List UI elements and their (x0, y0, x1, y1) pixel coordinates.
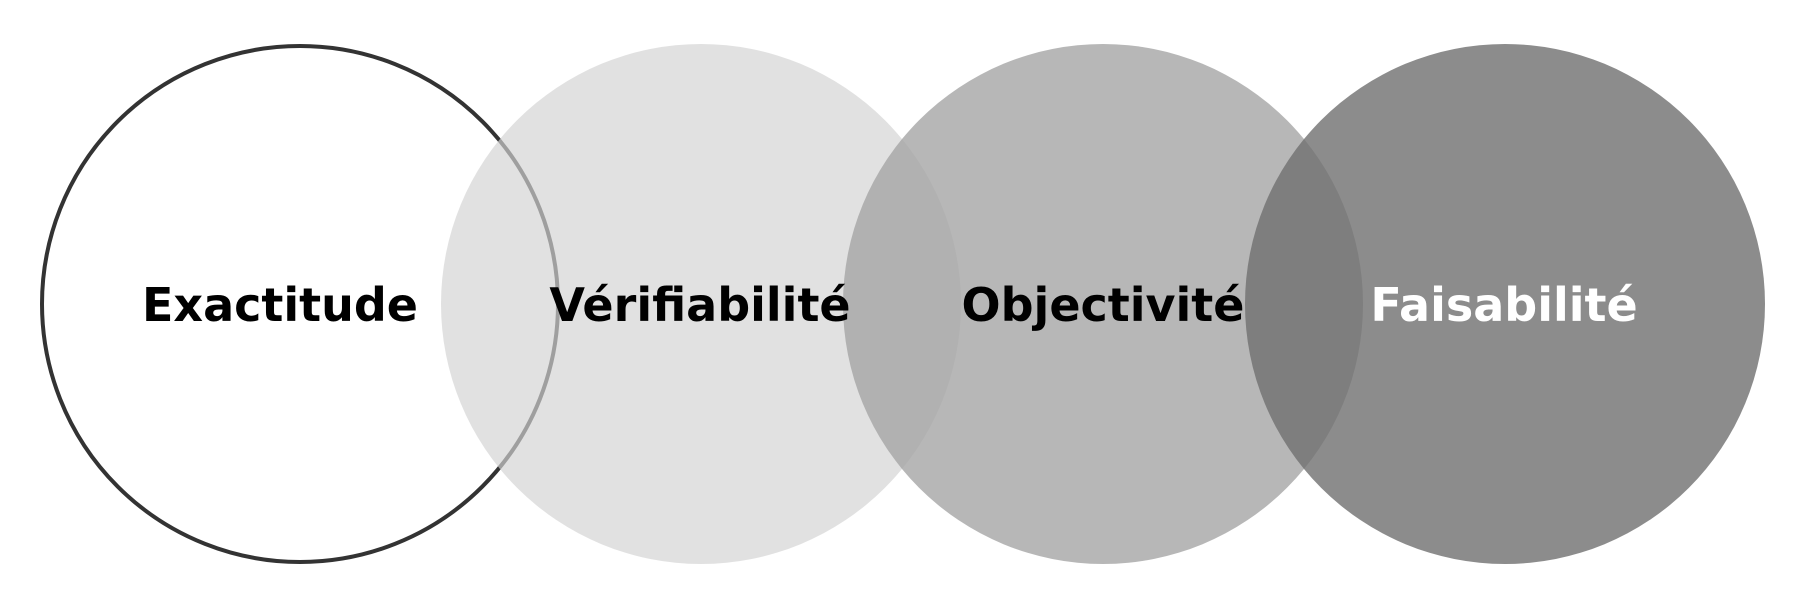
circle-verifiabilite (441, 44, 961, 564)
label-exactitude: Exactitude (142, 278, 418, 332)
circle-objectivite (843, 44, 1363, 564)
label-faisabilite: Faisabilité (1370, 278, 1637, 332)
circle-faisabilite (1245, 44, 1765, 564)
label-objectivite: Objectivité (962, 278, 1245, 332)
label-verifiabilite: Vérifiabilité (549, 278, 850, 332)
